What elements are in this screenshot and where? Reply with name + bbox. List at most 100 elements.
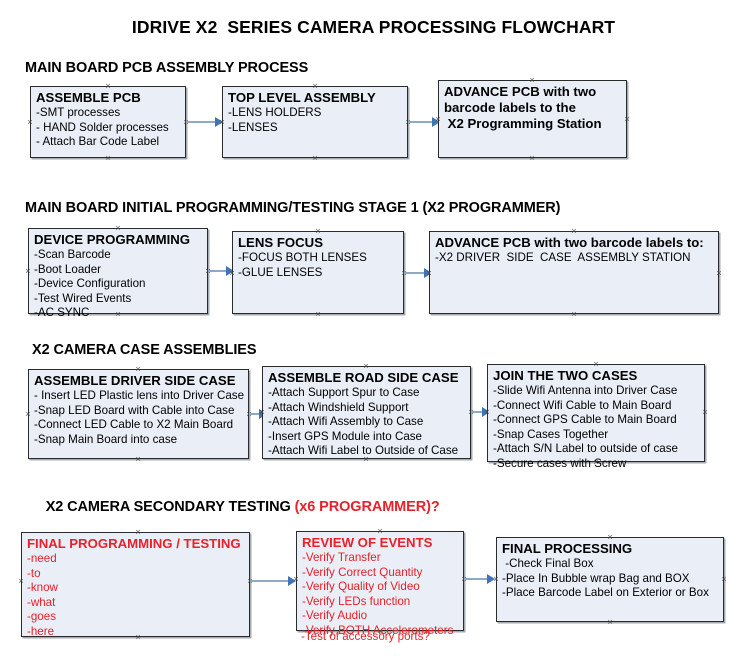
section-heading-main-board-initial-programming: MAIN BOARD INITIAL PROGRAMMING/TESTING S… [25,200,561,216]
connection-handle-top[interactable] [311,82,320,91]
section-heading-x2-camera-case-assemblies: X2 CAMERA CASE ASSEMBLIES [32,342,257,358]
connection-handle-bottom[interactable] [134,633,143,642]
node-line: -Snap Cases Together [493,427,609,441]
node-line: -Slide Wifi Antenna into Driver Case [493,384,678,397]
connection-handle-left[interactable] [292,575,301,584]
connection-handle-bottom[interactable] [376,627,385,636]
connection-handle-left[interactable] [425,269,434,278]
connector-line [464,578,492,580]
node-advance-pcb-driver-side-case[interactable]: ADVANCE PCB with two barcode labels to: … [429,231,719,314]
node-line: -Verify Audio [302,609,368,623]
node-line: -AC SYNC [34,306,90,320]
node-line: -Attach Windshield Support [268,400,409,414]
node-line: - HAND Solder processes [36,120,169,134]
node-assemble-pcb[interactable]: ASSEMBLE PCB -SMT processes - HAND Solde… [30,86,186,158]
connection-handle-left[interactable] [26,118,35,127]
connection-handle-left[interactable] [24,267,33,276]
node-line: -Connect LED Cable to X2 Main Board [34,418,234,432]
node-title: ASSEMBLE DRIVER SIDE CASE [34,373,236,388]
node-review-of-events[interactable]: REVIEW OF EVENTS -Verify Transfer -Verif… [296,531,464,637]
node-assemble-road-side-case[interactable]: ASSEMBLE ROAD SIDE CASE -Attach Support … [262,366,471,459]
node-top-level-assembly[interactable]: TOP LEVEL ASSEMBLY -LENS HOLDERS -LENSES [222,86,408,158]
node-line: -Verify LEDs function [302,594,411,608]
node-line: -Place Barcode Label on Exterior or Box [502,586,709,600]
node-line: -Snap Main Board into case [34,432,178,446]
node-line: -Verify Correct Quantity [302,565,423,579]
connector-line [471,411,488,413]
node-advance-pcb-programming-station[interactable]: ADVANCE PCB with two barcode labels to t… [438,80,627,158]
connection-handle-top[interactable] [570,227,579,236]
connection-handle-left[interactable] [434,115,443,124]
connection-handle-bottom[interactable] [134,455,143,464]
node-title: ADVANCE PCB with two barcode labels to: [435,235,704,250]
connection-handle-right[interactable] [720,575,729,584]
node-line: -goes [27,610,57,624]
section-heading-accent: (x6 PROGRAMMER)? [294,499,440,515]
node-title: REVIEW OF EVENTS [302,535,433,550]
node-line: -Connect Wifi Cable to Main Board [493,398,672,412]
connection-handle-bottom[interactable] [570,310,579,319]
node-line: -need [27,552,57,565]
connection-handle-top[interactable] [134,528,143,537]
node-title: DEVICE PROGRAMMING [34,232,191,247]
node-final-processing[interactable]: FINAL PROCESSING -Check Final Box -Place… [496,537,724,622]
connector-line [208,270,231,272]
node-device-programming[interactable]: DEVICE PROGRAMMING -Scan Barcode -Boot L… [28,228,208,319]
node-line: -what [27,595,56,609]
node-overflow-line: -Test of accessory ports? [301,630,430,643]
node-line: -SMT processes [36,106,121,119]
connection-handle-bottom[interactable] [104,154,113,163]
node-title: FINAL PROCESSING [502,541,633,556]
section-heading-main-board-pcb-assembly: MAIN BOARD PCB ASSEMBLY PROCESS [25,60,309,76]
connection-handle-left[interactable] [492,575,501,584]
connection-handle-bottom[interactable] [606,618,615,627]
connection-handle-left[interactable] [24,410,33,419]
connection-handle-left[interactable] [258,408,267,417]
node-line: - Attach Bar Code Label [36,135,160,149]
connection-handle-bottom[interactable] [362,455,371,464]
node-title: ASSEMBLE PCB [36,90,141,105]
node-line: -here [27,624,55,638]
node-join-the-two-cases[interactable]: JOIN THE TWO CASES -Slide Wifi Antenna i… [487,364,705,470]
connection-handle-right[interactable] [715,269,724,278]
connection-handle-bottom[interactable] [528,154,537,163]
node-line: -Insert GPS Module into Case [268,429,423,443]
node-line: -FOCUS BOTH LENSES [238,251,367,264]
connector-line [408,121,437,123]
node-line: -Attach S/N Label to outside of case [493,442,678,456]
connection-handle-top[interactable] [592,360,601,369]
connection-handle-top[interactable] [376,527,385,536]
node-line: -Snap LED Board with Cable into Case [34,403,235,417]
connection-handle-left[interactable] [17,577,26,586]
node-line: -GLUE LENSES [238,265,323,279]
connection-handle-bottom[interactable] [311,154,320,163]
connection-handle-top[interactable] [114,224,123,233]
connection-handle-left[interactable] [483,408,492,417]
connection-handle-top[interactable] [104,82,113,91]
connection-handle-top[interactable] [134,365,143,374]
connection-handle-top[interactable] [606,533,615,542]
node-line: -Verify Quality of Video [302,580,420,594]
node-lens-focus[interactable]: LENS FOCUS -FOCUS BOTH LENSES -GLUE LENS… [232,231,404,314]
node-line: X2 Programming Station [444,116,602,131]
node-line: -Boot Loader [34,262,102,276]
node-final-programming-testing[interactable]: FINAL PROGRAMMING / TESTING -need -to -k… [21,532,250,638]
connection-handle-bottom[interactable] [592,458,601,467]
connection-handle-top[interactable] [528,76,537,85]
connection-handle-top[interactable] [314,227,323,236]
connection-handle-bottom[interactable] [114,310,123,319]
node-line: -Scan Barcode [34,248,111,261]
connection-handle-left[interactable] [228,269,237,278]
connection-handle-left[interactable] [218,118,227,127]
node-title: TOP LEVEL ASSEMBLY [228,90,376,105]
node-title: LENS FOCUS [238,235,323,250]
connection-handle-bottom[interactable] [314,310,323,319]
connection-handle-right[interactable] [623,115,632,124]
node-line: -Attach Support Spur to Case [268,386,420,399]
connection-handle-right[interactable] [701,408,710,417]
node-line: -LENSES [228,120,278,134]
node-line: -Verify Transfer [302,551,381,564]
connection-handle-top[interactable] [362,362,371,371]
node-line: -Connect GPS Cable to Main Board [493,413,677,427]
node-assemble-driver-side-case[interactable]: ASSEMBLE DRIVER SIDE CASE - Insert LED P… [28,369,249,459]
